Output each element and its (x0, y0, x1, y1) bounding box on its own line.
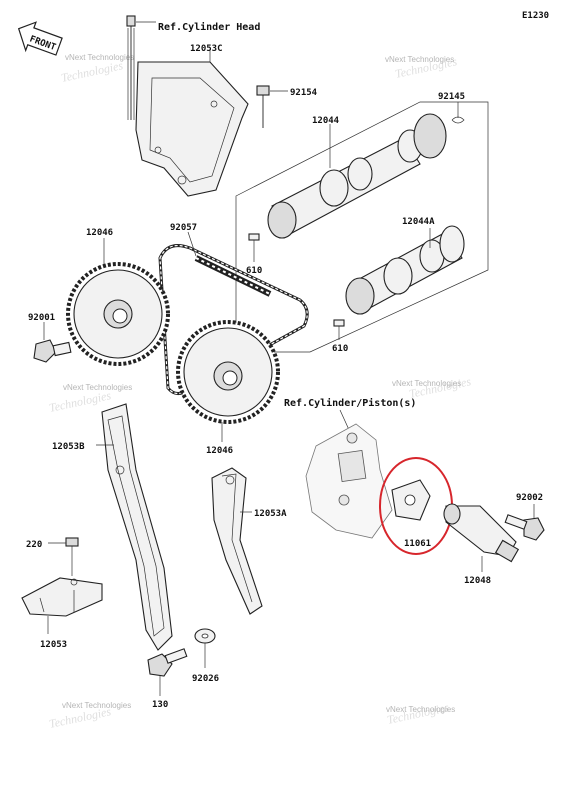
screw-220 (48, 537, 79, 576)
chain-guide-12053B (101, 403, 173, 651)
label-610-bottom: 610 (332, 344, 348, 354)
tensioner-12048 (443, 503, 520, 563)
front-arrow-icon: FRONT (17, 21, 63, 56)
washer-92026 (194, 628, 216, 668)
watermark-script: Technologies (60, 58, 125, 85)
camshaft-12044A (345, 225, 465, 315)
label-92002: 92002 (516, 493, 543, 503)
label-92145: 92145 (438, 92, 465, 102)
pin-610-top (248, 233, 260, 262)
bolt-92154 (256, 85, 288, 128)
ref-cylinder-piston: Ref.Cylinder/Piston(s) (284, 397, 416, 409)
label-12053B: 12053B (52, 442, 85, 452)
watermark-text: vNext Technologies (62, 701, 131, 710)
cylinder-block-ref (305, 423, 393, 539)
label-92154: 92154 (290, 88, 318, 98)
label-12044: 12044 (312, 116, 340, 126)
label-92057: 92057 (170, 223, 197, 233)
chain-guide-12053A (211, 467, 263, 615)
chain-guide-upper (135, 61, 249, 197)
label-130: 130 (152, 700, 168, 710)
cylinder-head-bolt (126, 15, 156, 120)
label-610-top: 610 (246, 266, 262, 276)
diagram-code: E1230 (522, 11, 549, 21)
watermark-text: vNext Technologies (385, 55, 454, 64)
label-220: 220 (26, 540, 42, 550)
label-12053A: 12053A (254, 509, 287, 519)
pin-610-bottom (333, 319, 345, 340)
label-92026: 92026 (192, 674, 219, 684)
label-12046-top: 12046 (86, 228, 113, 238)
chain-guide-12053 (21, 577, 103, 617)
sprocket-12046-top (66, 262, 170, 366)
label-12044A: 12044A (402, 217, 435, 227)
bolt-130 (147, 648, 188, 696)
watermark-text: vNext Technologies (386, 705, 455, 714)
camshaft-12044 (267, 113, 447, 239)
label-12053C: 12053C (190, 44, 223, 54)
label-12048: 12048 (464, 576, 491, 586)
watermark-text: vNext Technologies (63, 383, 132, 392)
ref-cylinder-head: Ref.Cylinder Head (158, 21, 260, 33)
label-12046-bottom: 12046 (206, 446, 233, 456)
watermark-text: vNext Technologies (65, 53, 134, 62)
bolt-92001 (33, 322, 72, 363)
gasket-11061 (391, 479, 431, 521)
watermark-text: vNext Technologies (392, 379, 461, 388)
spring-92145 (451, 102, 465, 124)
bolt-92002 (504, 504, 545, 541)
label-12053: 12053 (40, 640, 67, 650)
label-92001: 92001 (28, 313, 55, 323)
cam-chain-92057 (158, 244, 309, 395)
sprocket-12046-bottom (176, 320, 280, 424)
watermark-script: Technologies (48, 388, 113, 415)
label-11061: 11061 (404, 539, 431, 549)
